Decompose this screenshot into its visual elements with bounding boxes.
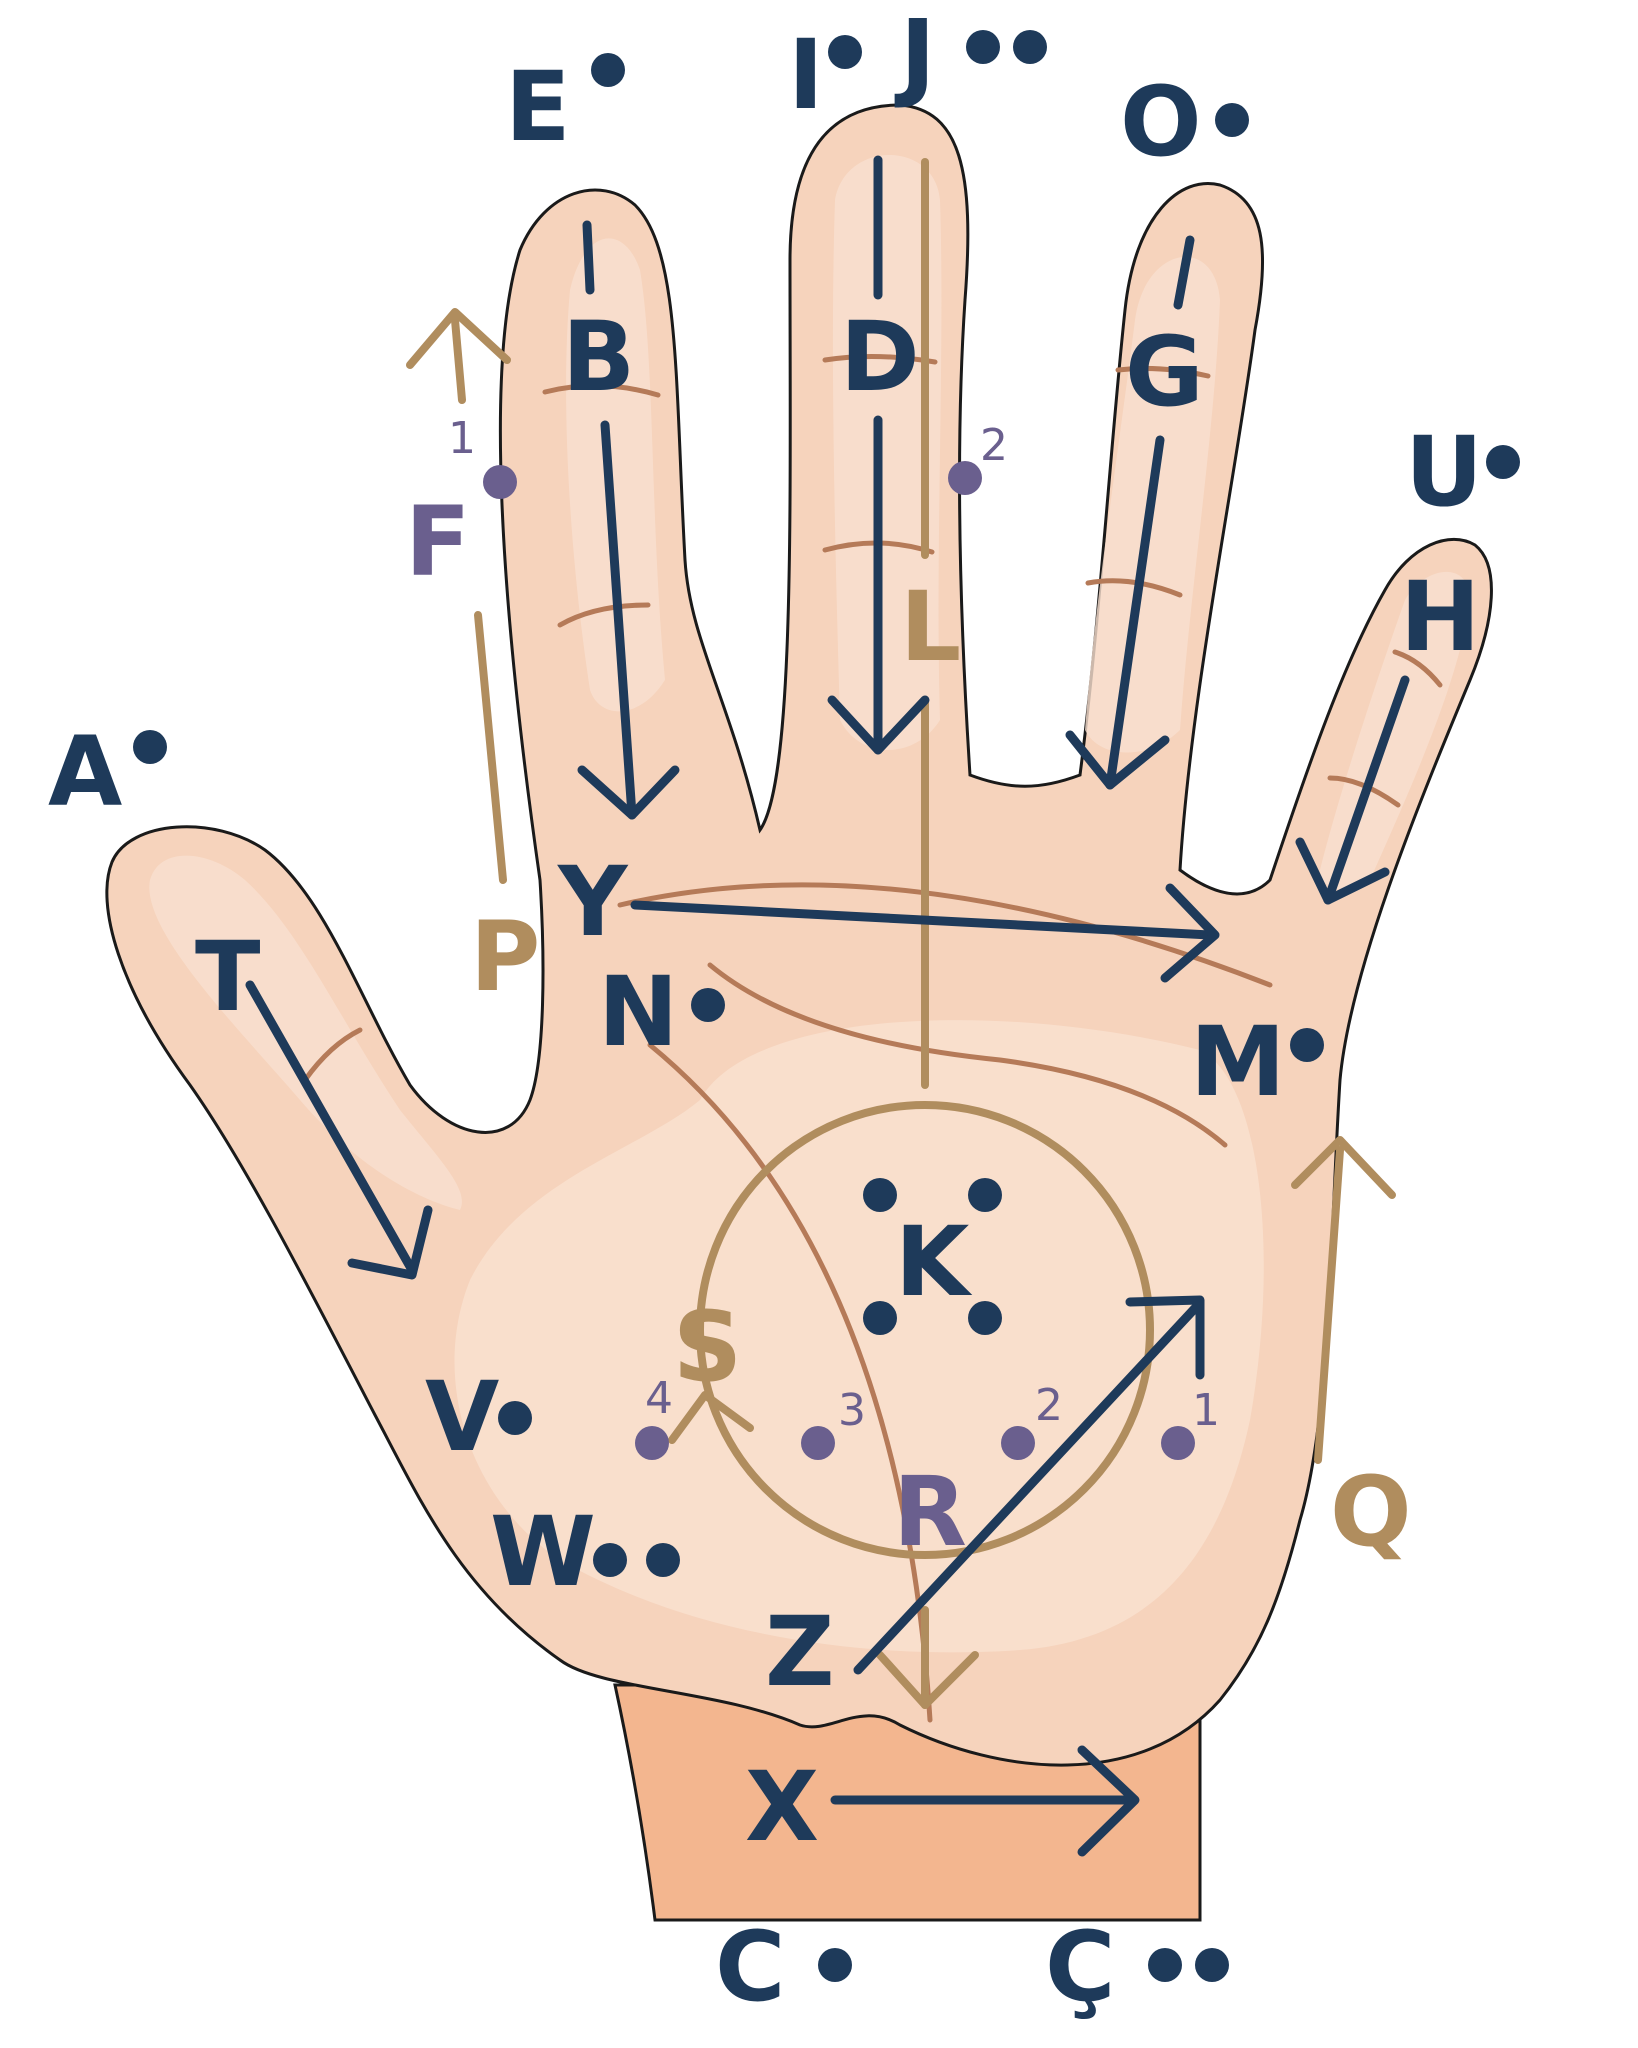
q-arrow-shaft (1314, 1146, 1344, 1464)
finger-shading-index (566, 238, 665, 712)
letter-m: M (1190, 1006, 1286, 1118)
f-dot-2 (948, 461, 982, 495)
letter-d: D (840, 301, 920, 413)
purple-dots (483, 461, 1195, 1460)
r-dot-1 (1161, 1426, 1195, 1460)
braille-dot-icon (1013, 30, 1047, 64)
letter-q: Q (1330, 1456, 1412, 1568)
braille-dot-icon (968, 1301, 1002, 1335)
f-dot-1 (483, 465, 517, 499)
braille-dot-icon (1215, 103, 1249, 137)
g-tick (1173, 235, 1195, 310)
letter-u: U (1405, 416, 1483, 528)
t-arrow-head (347, 1205, 433, 1280)
letter-a: A (48, 716, 122, 828)
h-arrow-shaft (1323, 675, 1410, 905)
r-arrow-head (876, 1651, 979, 1709)
letter-e: E (505, 51, 571, 163)
q-arrow-head (1291, 1136, 1396, 1199)
braille-dot-icon (818, 1948, 852, 1982)
knuckle-creases (302, 353, 1443, 1083)
h-arrow-head (1295, 837, 1390, 905)
letter-c-cedilla: Ç (1045, 1911, 1115, 2023)
l-arrow-head (827, 695, 930, 755)
letter-x: X (745, 1751, 819, 1863)
letter-k: K (895, 1206, 973, 1318)
y-arrow-shaft (600, 420, 637, 820)
t-arrow-shaft (245, 980, 417, 1275)
letter-c: C (715, 1911, 785, 2023)
finger-shading-middle (832, 155, 942, 750)
braille-dot-icon (646, 1543, 680, 1577)
braille-dot-icon (828, 35, 862, 69)
g-arrow-shaft (1105, 435, 1165, 790)
letter-y: Y (557, 846, 629, 958)
braille-dot-icon (498, 1401, 532, 1435)
r-dot-3 (801, 1426, 835, 1460)
braille-dot-icon (863, 1301, 897, 1335)
letter-p: P (470, 901, 540, 1013)
letters-purple: F R (405, 486, 967, 1568)
braille-dot-icon (691, 988, 725, 1022)
f-number-1: 1 (448, 413, 476, 464)
letter-z: Z (765, 1596, 835, 1708)
navy-strokes (245, 155, 1410, 1857)
letter-i: I (788, 19, 824, 131)
braille-dot-icon (1195, 1948, 1229, 1982)
y-arrow-head (577, 765, 680, 820)
g-arrow-head (1065, 730, 1170, 790)
braille-dot-icon (966, 30, 1000, 64)
letter-l: L (900, 571, 961, 683)
x-arrow-head (1077, 1745, 1140, 1857)
braille-dot-icon (863, 1178, 897, 1212)
b-tick (582, 220, 595, 295)
ym-arrow-head (1160, 883, 1220, 983)
p-arrow-head (406, 308, 511, 369)
dot-numbers: 1 2 4 3 2 1 (448, 413, 1220, 1436)
f-number-2: 2 (980, 420, 1008, 471)
r-number-3: 3 (838, 1385, 866, 1436)
letter-s: S (673, 1291, 742, 1403)
letters-tan: L P S Q (470, 571, 1412, 1568)
letters-navy: A E I J O U B D G H T Y N M K V W Z X C … (48, 0, 1483, 2023)
letter-b: B (562, 301, 635, 413)
thumb-shading (149, 855, 462, 1210)
letter-j: J (894, 0, 936, 111)
r-dot-2 (1001, 1426, 1035, 1460)
braille-dot-icon (593, 1543, 627, 1577)
braille-dot-icon (591, 53, 625, 87)
palm-shading (454, 1020, 1264, 1653)
s-arrow-head (668, 1391, 754, 1444)
letter-w: W (490, 1496, 596, 1608)
braille-dot-icon (968, 1178, 1002, 1212)
letter-f: F (405, 486, 471, 598)
r-number-2: 2 (1035, 1380, 1063, 1431)
braille-dot-icon (1290, 1028, 1324, 1062)
braille-dot-icon (1486, 445, 1520, 479)
navy-dots (133, 30, 1520, 1982)
letter-o: O (1120, 66, 1202, 178)
letter-r: R (893, 1456, 967, 1568)
k-circle (696, 1101, 1154, 1559)
letter-n: N (598, 956, 678, 1068)
z-arrow-shaft (853, 1300, 1203, 1675)
r-number-4: 4 (645, 1373, 673, 1424)
r-dot-4 (635, 1426, 669, 1460)
r-number-1: 1 (1192, 1385, 1220, 1436)
ym-arrow-shaft (630, 900, 1215, 940)
letter-t: T (195, 921, 260, 1033)
braille-dot-icon (1148, 1948, 1182, 1982)
p-arrow (474, 611, 507, 884)
p-arrow-shaft (451, 316, 466, 404)
letter-h: H (1400, 561, 1480, 673)
tan-strokes (406, 158, 1396, 1709)
braille-dot-icon (133, 730, 167, 764)
z-arrow-head (1125, 1295, 1205, 1380)
letter-v: V (425, 1361, 499, 1473)
letter-g: G (1125, 316, 1204, 428)
